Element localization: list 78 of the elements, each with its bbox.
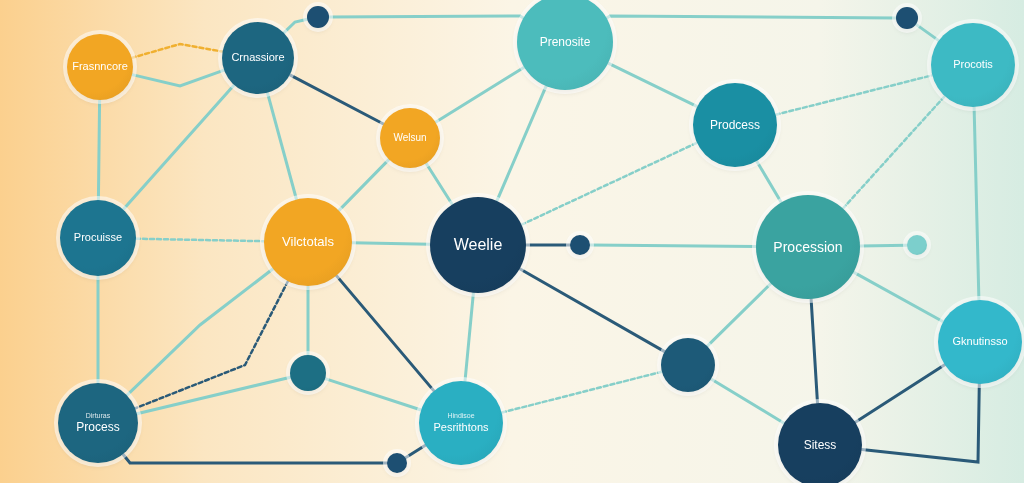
process-circle (264, 198, 352, 286)
process-circle (756, 195, 860, 299)
connector-dot (307, 6, 329, 28)
connector-line (858, 243, 909, 248)
connector-line (288, 73, 385, 126)
connector-dot (661, 338, 715, 392)
connector-line (282, 17, 309, 35)
connector-line (121, 83, 236, 212)
node-label: Procotis (953, 58, 993, 72)
process-circle (419, 381, 503, 465)
connector-line (434, 65, 526, 124)
process-circle (60, 200, 136, 276)
connector-line (306, 284, 310, 357)
connector-line (518, 267, 667, 354)
connector-line (606, 61, 699, 109)
connector-line (463, 291, 475, 383)
connector-line (130, 42, 224, 60)
node-label: Frasnncore (72, 60, 128, 74)
connector-line (404, 443, 427, 460)
node-label: Process (76, 420, 120, 435)
connector-line (495, 84, 548, 203)
connector-dot (907, 235, 927, 255)
process-circle (380, 108, 440, 168)
process-circle (58, 383, 138, 463)
connector-line (853, 363, 947, 424)
process-circle (778, 403, 862, 483)
process-circle (517, 0, 613, 90)
connector-line (96, 98, 102, 202)
connector-line (774, 74, 934, 116)
process-circle (430, 197, 526, 293)
connector-line (852, 270, 945, 324)
connector-line (125, 267, 275, 397)
connector-line (135, 375, 292, 416)
connector-line (709, 377, 786, 425)
process-circle (222, 22, 294, 94)
node-label: Pesrithtons (433, 420, 489, 434)
connector-line (96, 274, 100, 385)
connector-line (860, 382, 981, 464)
node-label: Gknutinsso (952, 335, 1008, 349)
node-label: Crnassiore (231, 51, 285, 65)
connector-line (130, 68, 226, 88)
connector-line (605, 14, 898, 20)
connector-line (914, 22, 941, 43)
process-circle (938, 300, 1022, 384)
connector-line (134, 237, 266, 243)
connector-line (337, 157, 391, 213)
connector-line (323, 377, 423, 412)
connector-dot (896, 7, 918, 29)
connector-line (705, 282, 773, 348)
connector-line (350, 241, 432, 246)
connector-line (334, 274, 436, 393)
connector-line (841, 94, 947, 210)
node-label: Prodcess (710, 117, 760, 133)
connector-line (809, 297, 819, 405)
node-label: Sitess (803, 437, 837, 453)
connector-line (265, 91, 298, 201)
connector-dot (387, 453, 407, 473)
node-label: Procuisse (73, 231, 123, 245)
connector-dot (290, 355, 326, 391)
node-label: Vilctotals (282, 234, 334, 250)
connector-line (133, 279, 290, 410)
connector-dot (570, 235, 590, 255)
node-label: Welsun (393, 132, 427, 144)
process-circle (693, 83, 777, 167)
connector-line (755, 159, 783, 204)
node-label: Prenosite (539, 34, 591, 50)
connector-line (424, 161, 454, 206)
node-label: Procession (773, 238, 843, 256)
process-circle (931, 23, 1015, 107)
connector-line (524, 243, 572, 247)
connector-line (588, 243, 758, 248)
connector-line (500, 370, 664, 414)
node-label: Weelie (453, 235, 503, 255)
connector-line (327, 14, 525, 20)
connector-line (121, 452, 389, 465)
process-circle (67, 34, 133, 100)
connector-line (972, 105, 981, 302)
connector-line (520, 141, 699, 226)
